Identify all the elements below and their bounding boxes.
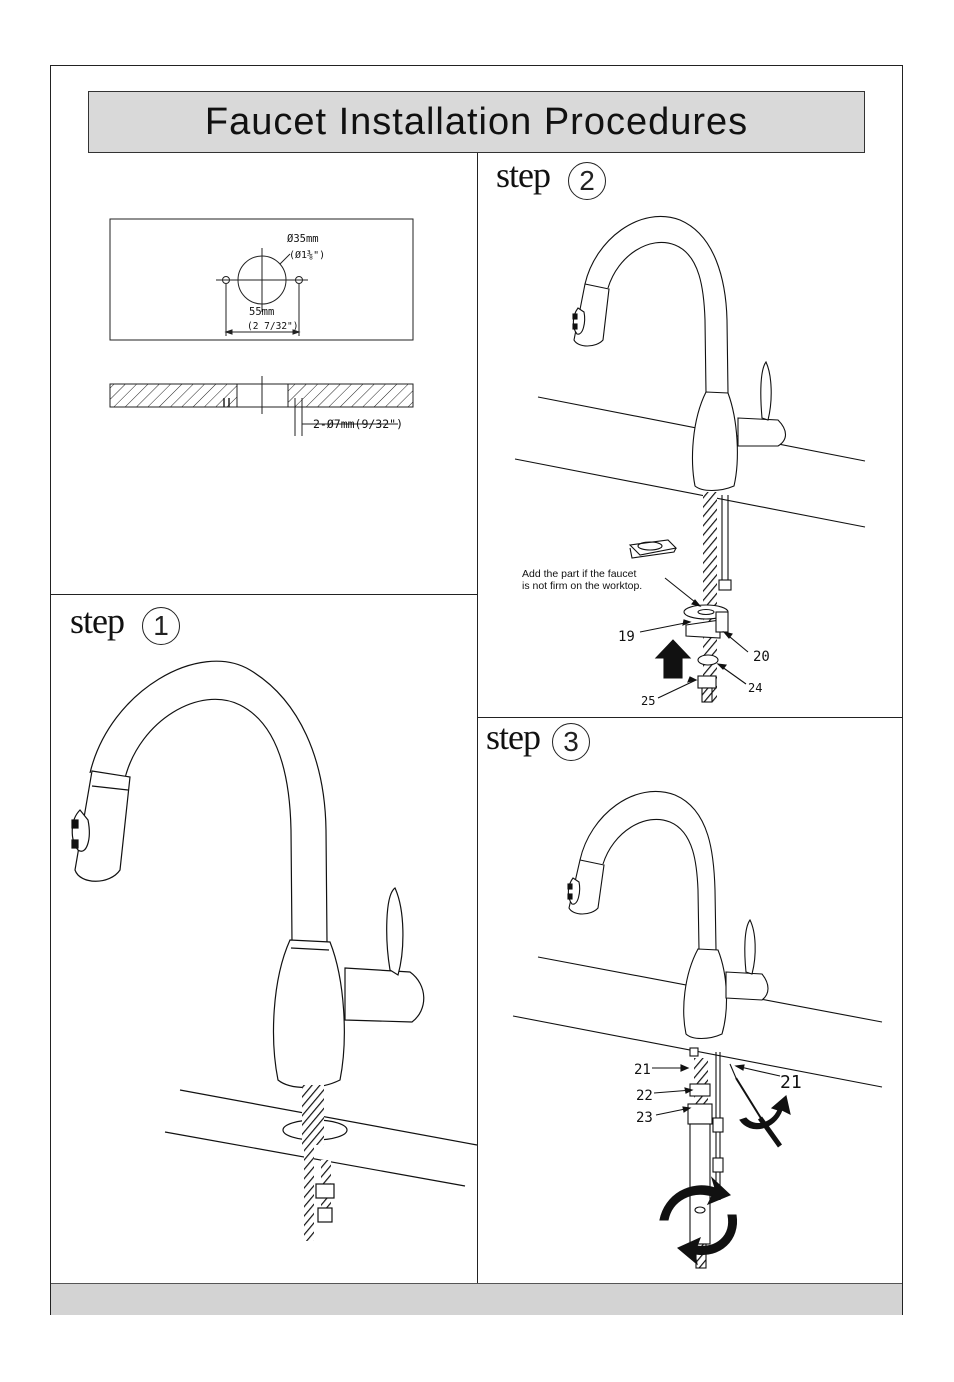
part-23-label: 23 [636,1110,653,1126]
part-21b-label: 21 [780,1072,802,1093]
step-3-faucet [512,790,883,1269]
part-24-label: 24 [748,681,762,695]
part-21a-label: 21 [634,1062,651,1078]
hole-diameter-in-text: (Ø1⅜") [289,249,325,261]
step-2-note-line2: is not firm on the worktop. [522,580,642,592]
drilling-template [109,218,414,341]
left-horizontal-divider [51,594,477,595]
left-pin-hole [222,276,230,284]
worktop-section [109,376,414,436]
right-horizontal-divider [477,717,902,718]
step-1-faucet [71,660,478,1241]
pin-hole-text: 2-Ø7mm(9/32") [313,417,403,431]
step-2-number: 2 [568,162,606,200]
right-pin-hole [295,276,303,284]
spacing-text: 55mm [249,306,274,318]
part-20-label: 20 [753,649,770,665]
part-19-label: 19 [618,629,635,645]
step-1-number: 1 [142,607,180,645]
step-3-number: 3 [552,723,590,761]
step-1-label: step [70,601,125,641]
vertical-divider [477,153,478,1283]
part-25-label: 25 [641,694,655,708]
page-title: Faucet Installation Procedures [204,100,749,143]
footer-bar [51,1283,902,1315]
step-3-label: step [486,717,541,757]
step-2-label: step [496,155,551,195]
title-bar: Faucet Installation Procedures [88,91,865,153]
hole-diameter-text: Ø35mm [287,233,319,245]
step-2-note-line1: Add the part if the faucet [522,568,636,580]
spacing-in-text: (2 7/32") [247,321,298,332]
part-22-label: 22 [636,1088,653,1104]
step-2-faucet [514,215,866,703]
